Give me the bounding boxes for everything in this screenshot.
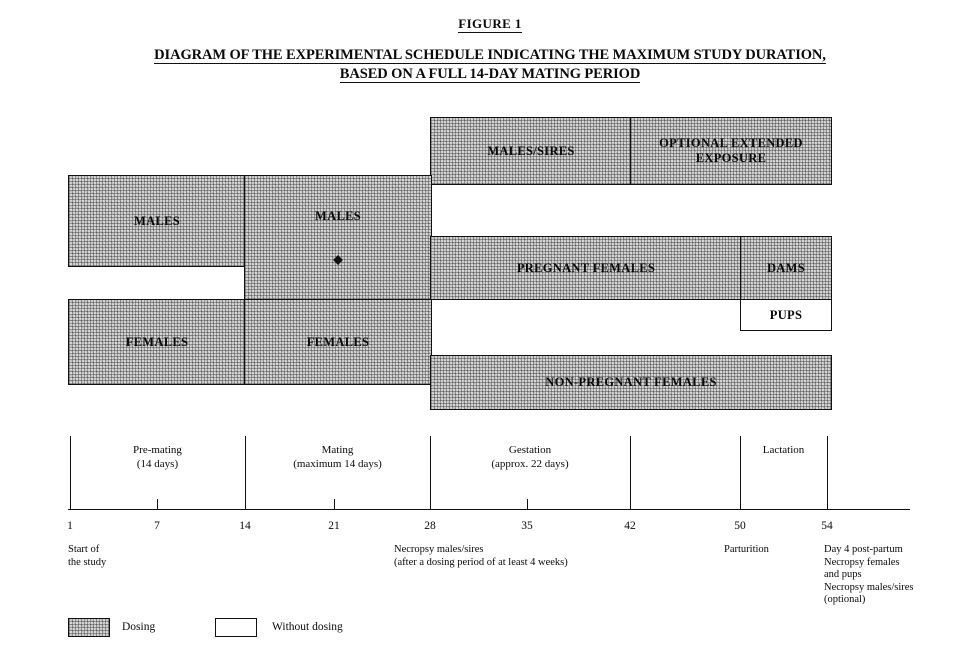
box-pups: PUPS	[740, 299, 832, 331]
note-necropsy-males-sires: Necropsy males/sires (after a dosing per…	[394, 544, 568, 568]
phase-divider-day-54	[827, 436, 828, 510]
box-optional-extended-exposure-label: OPTIONAL EXTENDED EXPOSURE	[659, 136, 803, 165]
figure-title-line2: BASED ON A FULL 14-DAY MATING PERIOD	[339, 66, 641, 83]
box-males-mating-label: MALES	[315, 209, 361, 223]
box-males-sires-label: MALES/SIRES	[487, 143, 575, 158]
phase-divider-day-42	[630, 436, 631, 510]
phase-divider-day-1	[70, 436, 71, 510]
axis-tick-50	[740, 499, 741, 510]
box-females-premating-label: FEMALES	[125, 334, 189, 349]
axis-tick-label-42: 42	[624, 520, 636, 532]
phase-label-mating: Mating (maximum 14 days)	[293, 444, 382, 470]
figure-number: FIGURE 1	[0, 16, 980, 33]
phase-divider-day-50	[740, 436, 741, 510]
note-start-of-study: Start of the study	[68, 544, 107, 568]
axis-tick-21	[334, 499, 335, 510]
phase-divider-day-28	[430, 436, 431, 510]
box-males-sires: MALES/SIRES	[430, 117, 632, 185]
axis-tick-35	[527, 499, 528, 510]
box-females-mating: FEMALES	[244, 299, 432, 385]
axis-tick-label-7: 7	[154, 520, 160, 532]
mating-pair-icon	[333, 254, 343, 265]
timeline-axis	[68, 509, 910, 510]
figure-title-line1: DIAGRAM OF THE EXPERIMENTAL SCHEDULE IND…	[154, 47, 826, 64]
box-dams-label: DAMS	[766, 260, 805, 275]
box-males-premating: MALES	[68, 175, 246, 267]
box-dams: DAMS	[740, 236, 832, 300]
axis-tick-28	[430, 499, 431, 510]
legend-swatch-dosing	[68, 618, 110, 637]
axis-tick-label-14: 14	[239, 520, 251, 532]
phase-label-gestation: Gestation (approx. 22 days)	[491, 444, 569, 470]
box-optional-extended-exposure: OPTIONAL EXTENDED EXPOSURE	[630, 117, 832, 185]
axis-tick-42	[630, 499, 631, 510]
box-pregnant-females-label: PREGNANT FEMALES	[516, 260, 656, 275]
legend-label-without-dosing: Without dosing	[272, 621, 343, 633]
figure-number-text: FIGURE 1	[458, 16, 522, 33]
axis-tick-14	[245, 499, 246, 510]
phase-divider-day-14	[245, 436, 246, 510]
axis-tick-label-35: 35	[521, 520, 533, 532]
axis-tick-label-28: 28	[424, 520, 436, 532]
phase-label-lactation: Lactation	[762, 444, 805, 456]
box-non-pregnant-females: NON-PREGNANT FEMALES	[430, 355, 832, 410]
box-females-mating-label: FEMALES	[306, 334, 370, 349]
legend-label-dosing: Dosing	[122, 621, 156, 633]
note-parturition: Parturition	[724, 544, 769, 555]
box-males-premating-label: MALES	[134, 213, 180, 228]
box-non-pregnant-females-label: NON-PREGNANT FEMALES	[545, 375, 717, 389]
axis-tick-7	[157, 499, 158, 510]
box-pregnant-females: PREGNANT FEMALES	[430, 236, 742, 300]
axis-tick-54	[827, 499, 828, 510]
axis-tick-label-21: 21	[328, 520, 340, 532]
axis-tick-label-1: 1	[67, 520, 73, 532]
box-pups-label: PUPS	[769, 307, 803, 322]
axis-tick-1	[70, 499, 71, 510]
axis-tick-label-50: 50	[734, 520, 746, 532]
axis-tick-label-54: 54	[821, 520, 833, 532]
note-day-4-post-partum: Day 4 post-partum Necropsy females and p…	[824, 544, 914, 605]
box-males-mating: MALES	[244, 175, 432, 300]
figure-title: DIAGRAM OF THE EXPERIMENTAL SCHEDULE IND…	[0, 46, 980, 84]
box-females-premating: FEMALES	[68, 299, 246, 385]
legend-swatch-without-dosing	[215, 618, 257, 637]
phase-label-premating: Pre-mating (14 days)	[133, 444, 182, 470]
